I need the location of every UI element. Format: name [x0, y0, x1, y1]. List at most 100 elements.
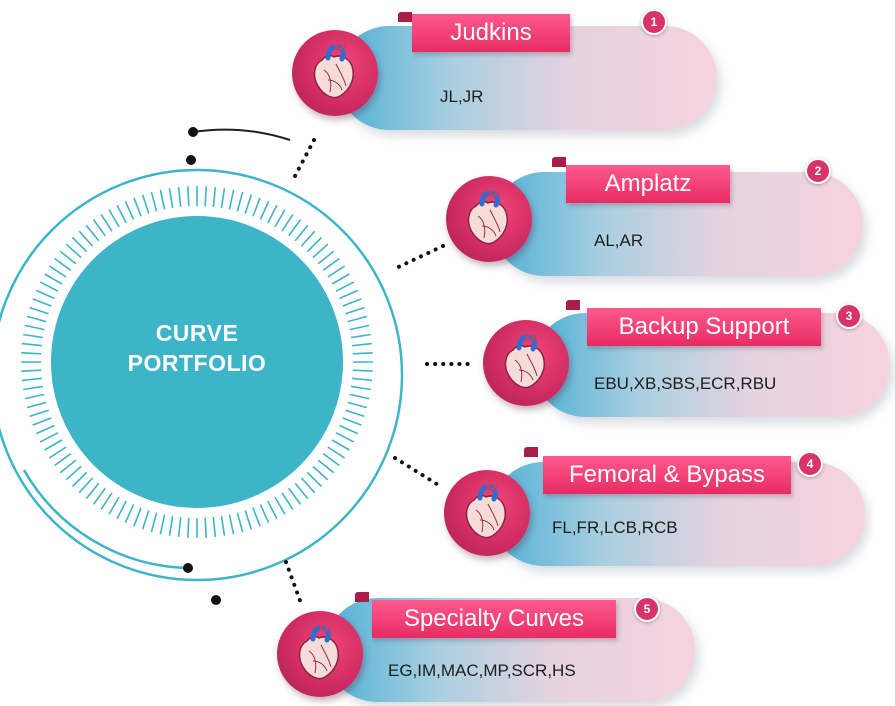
ring-tick — [141, 194, 150, 214]
ring-tick — [345, 409, 365, 418]
heart-badge — [483, 320, 569, 406]
anatomical-heart-icon — [467, 190, 508, 245]
heart-badge — [444, 470, 530, 556]
ring-tick — [345, 306, 365, 315]
center-title-line-1: CURVE — [155, 320, 239, 346]
ring-tick — [312, 243, 329, 259]
heart-badge — [277, 611, 363, 697]
ring-tick — [133, 197, 142, 217]
node-dot — [186, 155, 196, 165]
ring-tick — [294, 482, 309, 500]
ring-tick — [300, 230, 316, 247]
ring-tick — [274, 209, 286, 228]
ring-tick — [339, 424, 359, 435]
ring-tick — [32, 298, 52, 307]
ring-tick — [141, 510, 150, 530]
ring-tick — [159, 189, 166, 210]
ring-tick — [349, 324, 370, 331]
ring-tick — [177, 186, 182, 207]
number-badge: 4 — [797, 451, 823, 477]
ring-tick — [29, 409, 49, 418]
ring-tick — [342, 417, 362, 426]
ring-tick — [228, 514, 235, 535]
tag-fold — [355, 592, 369, 602]
ring-tick — [100, 213, 113, 232]
ring-tick — [100, 492, 113, 511]
ring-tick — [220, 188, 226, 209]
ring-tick — [108, 209, 120, 228]
ring-tick — [71, 236, 88, 253]
ring-tick — [23, 333, 44, 339]
ring-tick — [133, 507, 142, 527]
category-title: Amplatz — [566, 165, 730, 203]
ring-tick — [327, 446, 346, 459]
node-dot — [183, 563, 193, 573]
number-badge: 1 — [641, 9, 667, 35]
ring-tick — [92, 219, 106, 237]
ring-tick — [288, 487, 302, 505]
ring-tick — [26, 315, 47, 323]
ring-tick — [108, 496, 120, 515]
ring-tick — [347, 315, 368, 323]
ring-tick — [85, 224, 100, 242]
ring-tick — [32, 417, 52, 426]
ring-tick — [116, 500, 127, 520]
ring-tick — [71, 471, 88, 488]
ring-tick — [317, 459, 335, 474]
category-codes: EG,IM,MAC,MP,SCR,HS — [388, 661, 576, 680]
ring-tick — [21, 352, 42, 355]
heart-badge — [446, 176, 532, 262]
ring-tick — [322, 257, 340, 271]
ring-tick — [274, 496, 286, 515]
ring-tick — [212, 186, 217, 207]
ring-tick — [85, 482, 100, 500]
heart-badge — [292, 30, 378, 116]
connector-4 — [393, 456, 442, 488]
ring-tick — [306, 236, 323, 253]
ring-tick — [267, 204, 278, 224]
ring-tick — [48, 446, 67, 459]
ring-tick — [220, 515, 226, 536]
node-dot — [188, 127, 198, 137]
tag-fold — [552, 157, 566, 167]
ring-tick — [177, 517, 182, 538]
ring-tick — [352, 342, 373, 347]
category-codes: EBU,XB,SBS,ECR,RBU — [594, 374, 777, 393]
ring-tick — [39, 432, 59, 443]
ring-tick — [65, 243, 82, 259]
ring-tick — [26, 401, 47, 409]
category-codes: JL,JR — [440, 87, 484, 106]
connector-5 — [284, 560, 304, 608]
ring-tick — [352, 352, 373, 355]
ring-tick — [23, 385, 44, 391]
ring-tick — [281, 213, 294, 232]
ring-tick — [335, 432, 355, 443]
category-codes: AL,AR — [594, 231, 644, 250]
ring-tick — [48, 265, 67, 278]
ring-tick — [300, 477, 316, 494]
ring-tick — [59, 250, 77, 265]
center-title-line-2: PORTFOLIO — [127, 350, 267, 376]
ring-tick — [212, 517, 217, 538]
tag-fold — [566, 300, 580, 310]
tick-ring — [21, 186, 373, 538]
ring-tick — [228, 189, 235, 210]
ring-tick — [342, 298, 362, 307]
number-badge: 5 — [634, 596, 660, 622]
ring-tick — [35, 289, 55, 300]
ring-tick — [92, 487, 106, 505]
ring-tick — [159, 514, 166, 535]
tag-fold — [398, 12, 412, 22]
ring-tick — [150, 512, 158, 533]
ring-tick — [24, 324, 45, 331]
category-title: Femoral & Bypass — [543, 456, 791, 494]
anatomical-heart-icon — [313, 44, 354, 99]
tag-fold — [524, 447, 538, 457]
ring-tick — [252, 197, 261, 217]
ring-tick — [39, 281, 59, 292]
outer-arc-bottom — [22, 469, 189, 570]
ring-tick — [331, 273, 350, 285]
ring-tick — [349, 393, 370, 400]
category-codes: FL,FR,LCB,RCB — [552, 518, 678, 537]
ring-tick — [168, 188, 174, 209]
